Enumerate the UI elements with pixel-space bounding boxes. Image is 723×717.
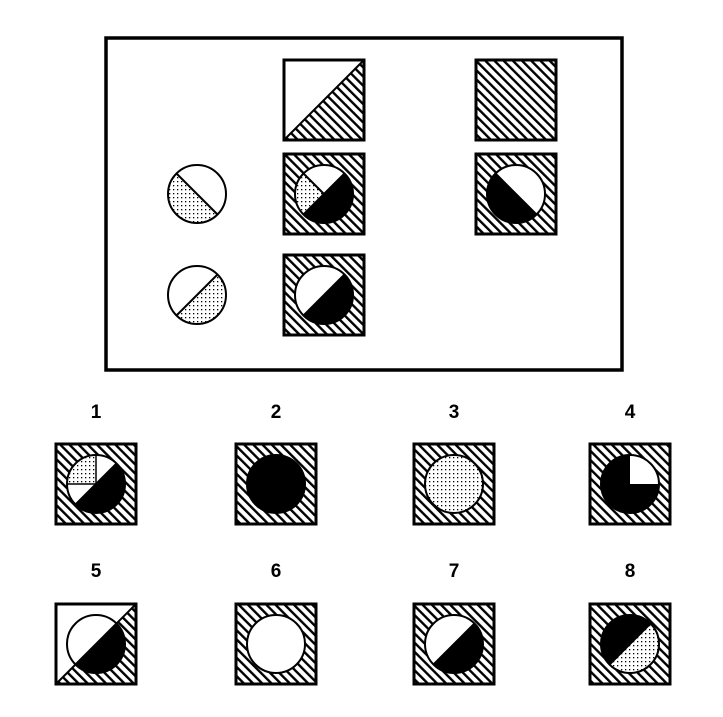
square-circle-dot-black-icon (282, 152, 366, 236)
square-circle-empty-icon (234, 602, 318, 686)
square-circle-black-half-icon (412, 602, 496, 686)
option-label: 5 (91, 561, 102, 582)
square-circle-black-icon (234, 442, 318, 526)
answer-option-4[interactable]: 4 (588, 402, 672, 526)
option-label: 8 (625, 561, 636, 582)
answer-option-5[interactable]: 5 (54, 561, 138, 686)
answer-option-7[interactable]: 7 (412, 561, 496, 686)
answer-option-8[interactable]: 8 (588, 561, 672, 686)
option-label: 4 (625, 402, 636, 423)
option-label: 3 (449, 402, 460, 423)
square-circle-dotted-icon (412, 442, 496, 526)
square-circle-black-half-icon (474, 152, 558, 236)
square-diagonal-hatch-half-icon (282, 58, 366, 142)
option-label: 7 (449, 561, 460, 582)
square-circle-black-dot-icon (588, 602, 672, 686)
answer-option-1[interactable]: 1 (54, 402, 138, 526)
square-circle-black-notch-icon (588, 442, 672, 526)
option-label: 2 (271, 402, 282, 423)
circle-dotted-half-icon (167, 164, 227, 224)
matrix-grid (167, 58, 558, 337)
square-circle-black-half-icon (282, 253, 366, 337)
square-circle-black-half-icon (54, 602, 138, 686)
matrix-frame (104, 36, 624, 372)
square-circle-dot-black-icon (54, 442, 138, 526)
answer-option-2[interactable]: 2 (234, 402, 318, 526)
answer-options: 1 2 3 4 5 6 7 8 (54, 402, 672, 686)
square-hatched-icon (474, 58, 558, 142)
answer-option-3[interactable]: 3 (412, 402, 496, 526)
answer-option-6[interactable]: 6 (234, 561, 318, 686)
circle-dotted-half-icon (167, 265, 227, 325)
option-label: 6 (271, 561, 282, 582)
option-label: 1 (91, 402, 102, 423)
